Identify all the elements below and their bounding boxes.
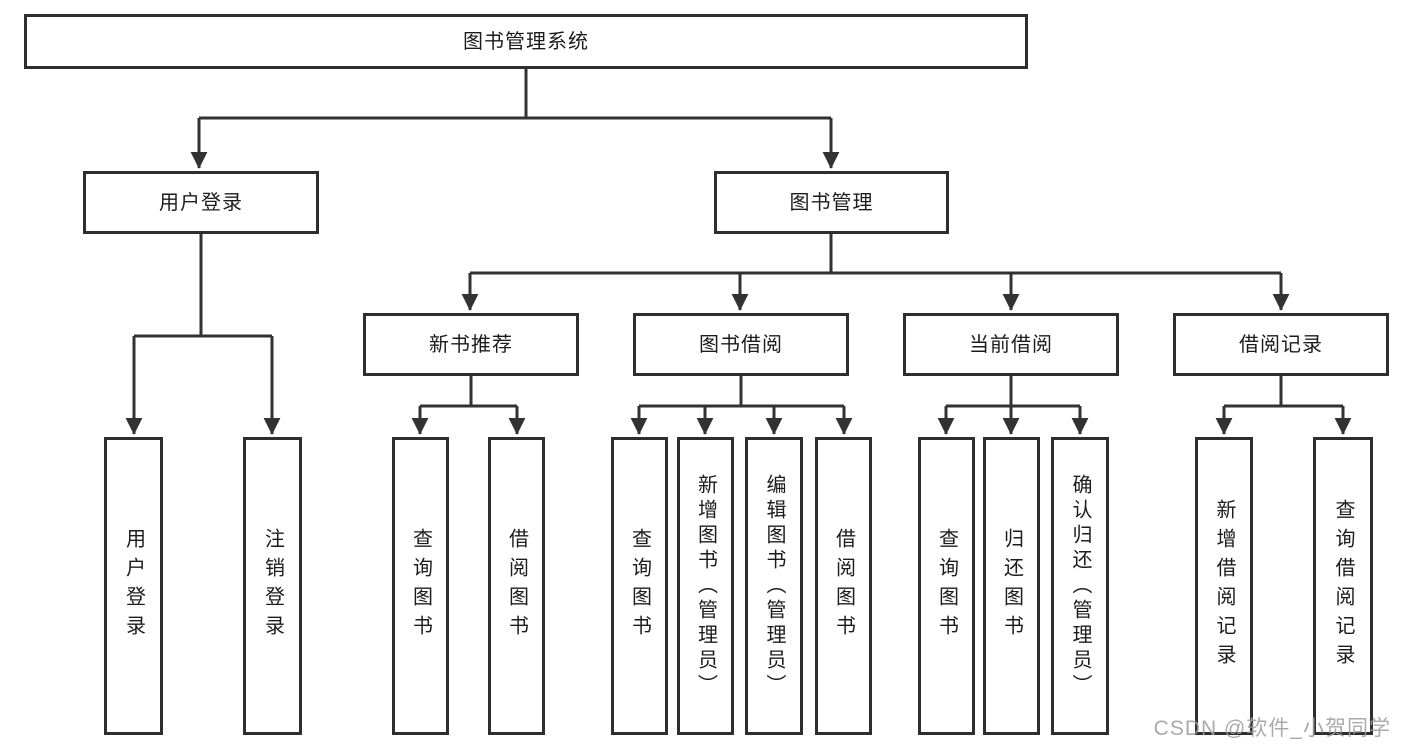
csdn-watermark: CSDN @软件_小贺同学 bbox=[1153, 717, 1391, 740]
node-book-management: 图书管理 bbox=[714, 171, 949, 234]
leaf-query-borrow-record: 查询借阅记录 bbox=[1313, 437, 1373, 735]
node-borrow-record: 借阅记录 bbox=[1173, 313, 1389, 376]
leaf-user-login: 用户登录 bbox=[104, 437, 163, 735]
leaf-return-books: 归还图书 bbox=[983, 437, 1040, 735]
leaf-logout-login: 注销登录 bbox=[243, 437, 302, 735]
leaf-query-books-recommend: 查询图书 bbox=[392, 437, 449, 735]
node-current-borrow: 当前借阅 bbox=[903, 313, 1119, 376]
leaf-edit-books-admin: 编辑图书（管理员） bbox=[745, 437, 803, 735]
node-new-book-recommend: 新书推荐 bbox=[363, 313, 579, 376]
leaf-borrow-books: 借阅图书 bbox=[815, 437, 872, 735]
leaf-borrow-books-recommend: 借阅图书 bbox=[488, 437, 545, 735]
leaf-query-books-current: 查询图书 bbox=[918, 437, 975, 735]
node-user-login: 用户登录 bbox=[83, 171, 319, 234]
node-book-borrow: 图书借阅 bbox=[633, 313, 849, 376]
leaf-confirm-return-admin: 确认归还（管理员） bbox=[1051, 437, 1109, 735]
leaf-add-borrow-record: 新增借阅记录 bbox=[1195, 437, 1253, 735]
leaf-query-books-borrow: 查询图书 bbox=[611, 437, 668, 735]
node-root-library-management-system: 图书管理系统 bbox=[24, 14, 1028, 69]
leaf-add-books-admin: 新增图书（管理员） bbox=[677, 437, 734, 735]
